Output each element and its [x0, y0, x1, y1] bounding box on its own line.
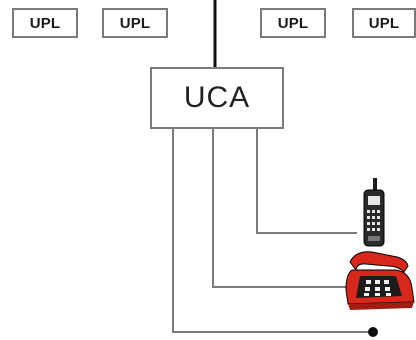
desk-telephone-icon [346, 252, 414, 310]
upl-box-label: UPL [369, 15, 400, 32]
upl-box-label: UPL [278, 15, 309, 32]
uca-hub-box: UCA [150, 67, 284, 129]
link-to-mobile-phone [257, 129, 357, 233]
upl-box-2: UPL [102, 8, 168, 38]
terminal-dot-icon [368, 327, 378, 337]
uca-hub-label: UCA [184, 81, 250, 115]
link-to-terminal [173, 129, 372, 332]
mobile-phone-icon [364, 178, 384, 246]
upl-box-3: UPL [260, 8, 326, 38]
upl-box-4: UPL [352, 8, 416, 38]
upl-box-1: UPL [12, 8, 78, 38]
upl-box-label: UPL [120, 15, 151, 32]
upl-box-label: UPL [30, 15, 61, 32]
link-to-desk-phone [213, 129, 352, 287]
